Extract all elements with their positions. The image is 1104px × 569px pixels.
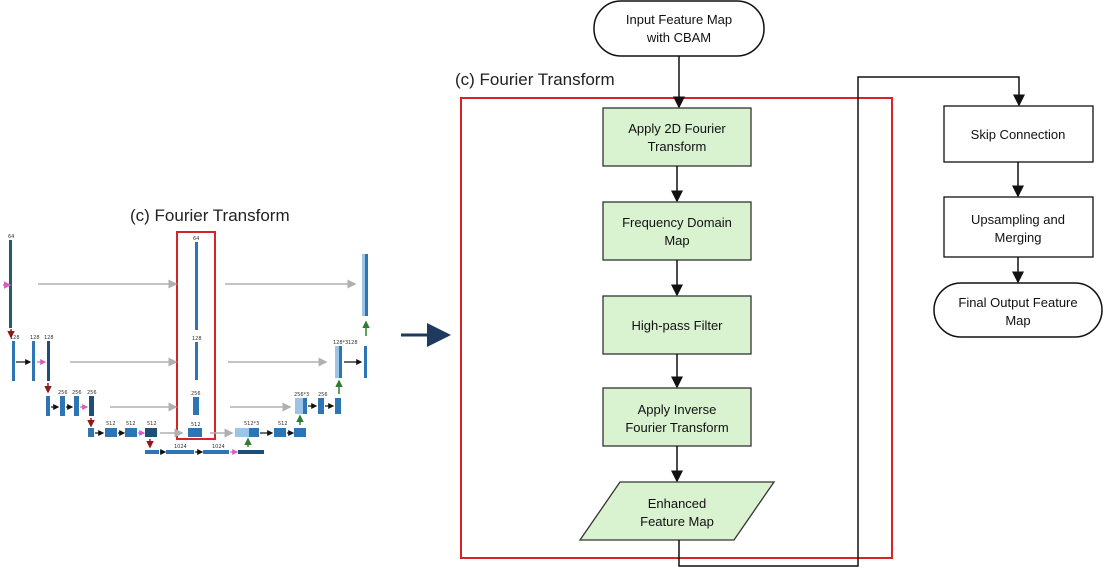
- final-output-node: [933, 282, 1103, 338]
- bottom-block-3: [238, 450, 264, 454]
- left-panel-title: (c) Fourier Transform: [130, 206, 290, 225]
- bottom-block-0: [145, 450, 159, 454]
- l3-mid-label: 256: [191, 391, 201, 397]
- enhanced-feature-map-line-1: Enhanced: [648, 496, 707, 511]
- l3-enc-block-3: [89, 396, 94, 416]
- l2-mid-block: [195, 342, 198, 380]
- l1-mid-label: 64: [193, 236, 199, 242]
- step-fft-line-2: Transform: [648, 139, 707, 154]
- l2-enc-block-3: [47, 341, 50, 381]
- step-high-pass-line-1: High-pass Filter: [631, 318, 723, 333]
- step-frequency-map: [602, 201, 752, 261]
- l3-enc-block-0: [46, 396, 50, 416]
- l4-dec-block-3: [294, 428, 306, 437]
- final-output-line-2: Map: [1005, 313, 1030, 328]
- l3-enc-block-1: [60, 396, 65, 416]
- l3-dec-block-1: [303, 398, 307, 414]
- l4-dec-label-2: 512: [278, 421, 288, 427]
- upsampling-line-2: Merging: [995, 230, 1042, 245]
- upsampling-node: [943, 196, 1094, 258]
- step-frequency-map-line-1: Frequency Domain: [622, 215, 732, 230]
- flowchart-title: (c) Fourier Transform: [455, 70, 615, 89]
- l2-dec-label-2: 128: [348, 340, 358, 346]
- l4-mid-label: 512: [191, 422, 201, 428]
- l3-dec-label-2: 256: [318, 392, 328, 398]
- step-high-pass: [602, 295, 752, 355]
- fourier-column-highlight: [176, 231, 216, 440]
- l2-enc-label-2: 128: [30, 335, 40, 341]
- l4-enc-block-2: [125, 428, 137, 437]
- l1-dec-block: [365, 254, 368, 316]
- l4-dec-block-light: [235, 428, 249, 437]
- bottom-label-2: 1024: [212, 444, 225, 450]
- l3-dec-block-light: [295, 398, 303, 414]
- input-node-line-1: Input Feature Map: [626, 12, 732, 27]
- l1-dec-block-light: [362, 254, 365, 316]
- l4-enc-label-2: 512: [126, 421, 136, 427]
- l4-enc-block-0: [88, 428, 94, 437]
- l3-enc-label-3: 256: [87, 390, 97, 396]
- l2-enc-block-2: [32, 341, 35, 381]
- l4-dec-block-1: [249, 428, 259, 437]
- step-ifft-line-2: Fourier Transform: [625, 420, 728, 435]
- l4-dec-label-1: 512*3: [244, 421, 259, 427]
- l4-enc-block-3: [145, 428, 157, 437]
- l1-enc-label: 64: [8, 234, 14, 240]
- enhanced-feature-map-line-2: Feature Map: [640, 514, 714, 529]
- bottom-label-1: 1024: [174, 444, 187, 450]
- connector-to-skip: [678, 76, 1025, 567]
- step-fft-line-1: Apply 2D Fourier: [628, 121, 726, 136]
- l4-dec-block-2: [274, 428, 286, 437]
- l2-dec-block-2: [364, 346, 367, 378]
- bottom-block-2: [203, 450, 229, 454]
- l4-enc-label-1: 512: [106, 421, 116, 427]
- l1-mid-block: [195, 242, 198, 330]
- l4-enc-label-3: 512: [147, 421, 157, 427]
- l3-mid-block: [193, 397, 199, 415]
- l2-dec-block-light: [335, 346, 339, 378]
- step-fft: [602, 107, 752, 167]
- input-node: [593, 0, 765, 57]
- l2-dec-block-1: [339, 346, 342, 378]
- skip-connection-node: [943, 105, 1094, 163]
- l3-enc-label-2: 256: [72, 390, 82, 396]
- l3-dec-block-2: [335, 398, 341, 414]
- l3-dec-block-3: [318, 398, 324, 414]
- l3-enc-block-2: [74, 396, 79, 416]
- step-ifft-line-1: Apply Inverse: [638, 402, 717, 417]
- l2-mid-label: 128: [192, 336, 202, 342]
- l2-enc-label-1: 128: [10, 335, 20, 341]
- step-ifft: [602, 387, 752, 447]
- upsampling-line-1: Upsampling and: [971, 212, 1065, 227]
- l3-dec-label-1: 256*3: [294, 392, 309, 398]
- l2-enc-label-3: 128: [44, 335, 54, 341]
- input-node-line-2: with CBAM: [646, 30, 711, 45]
- l3-enc-label-1: 256: [58, 390, 68, 396]
- bottom-block-1: [166, 450, 194, 454]
- step-frequency-map-line-2: Map: [664, 233, 689, 248]
- l4-mid-block: [188, 428, 202, 437]
- l2-enc-block-1: [12, 341, 15, 381]
- l4-enc-block-1: [105, 428, 117, 437]
- final-output-line-1: Final Output Feature: [958, 295, 1077, 310]
- l2-dec-label-1: 128*3: [333, 340, 348, 346]
- skip-connection-label: Skip Connection: [971, 127, 1066, 142]
- enhanced-feature-map-node: [578, 481, 776, 541]
